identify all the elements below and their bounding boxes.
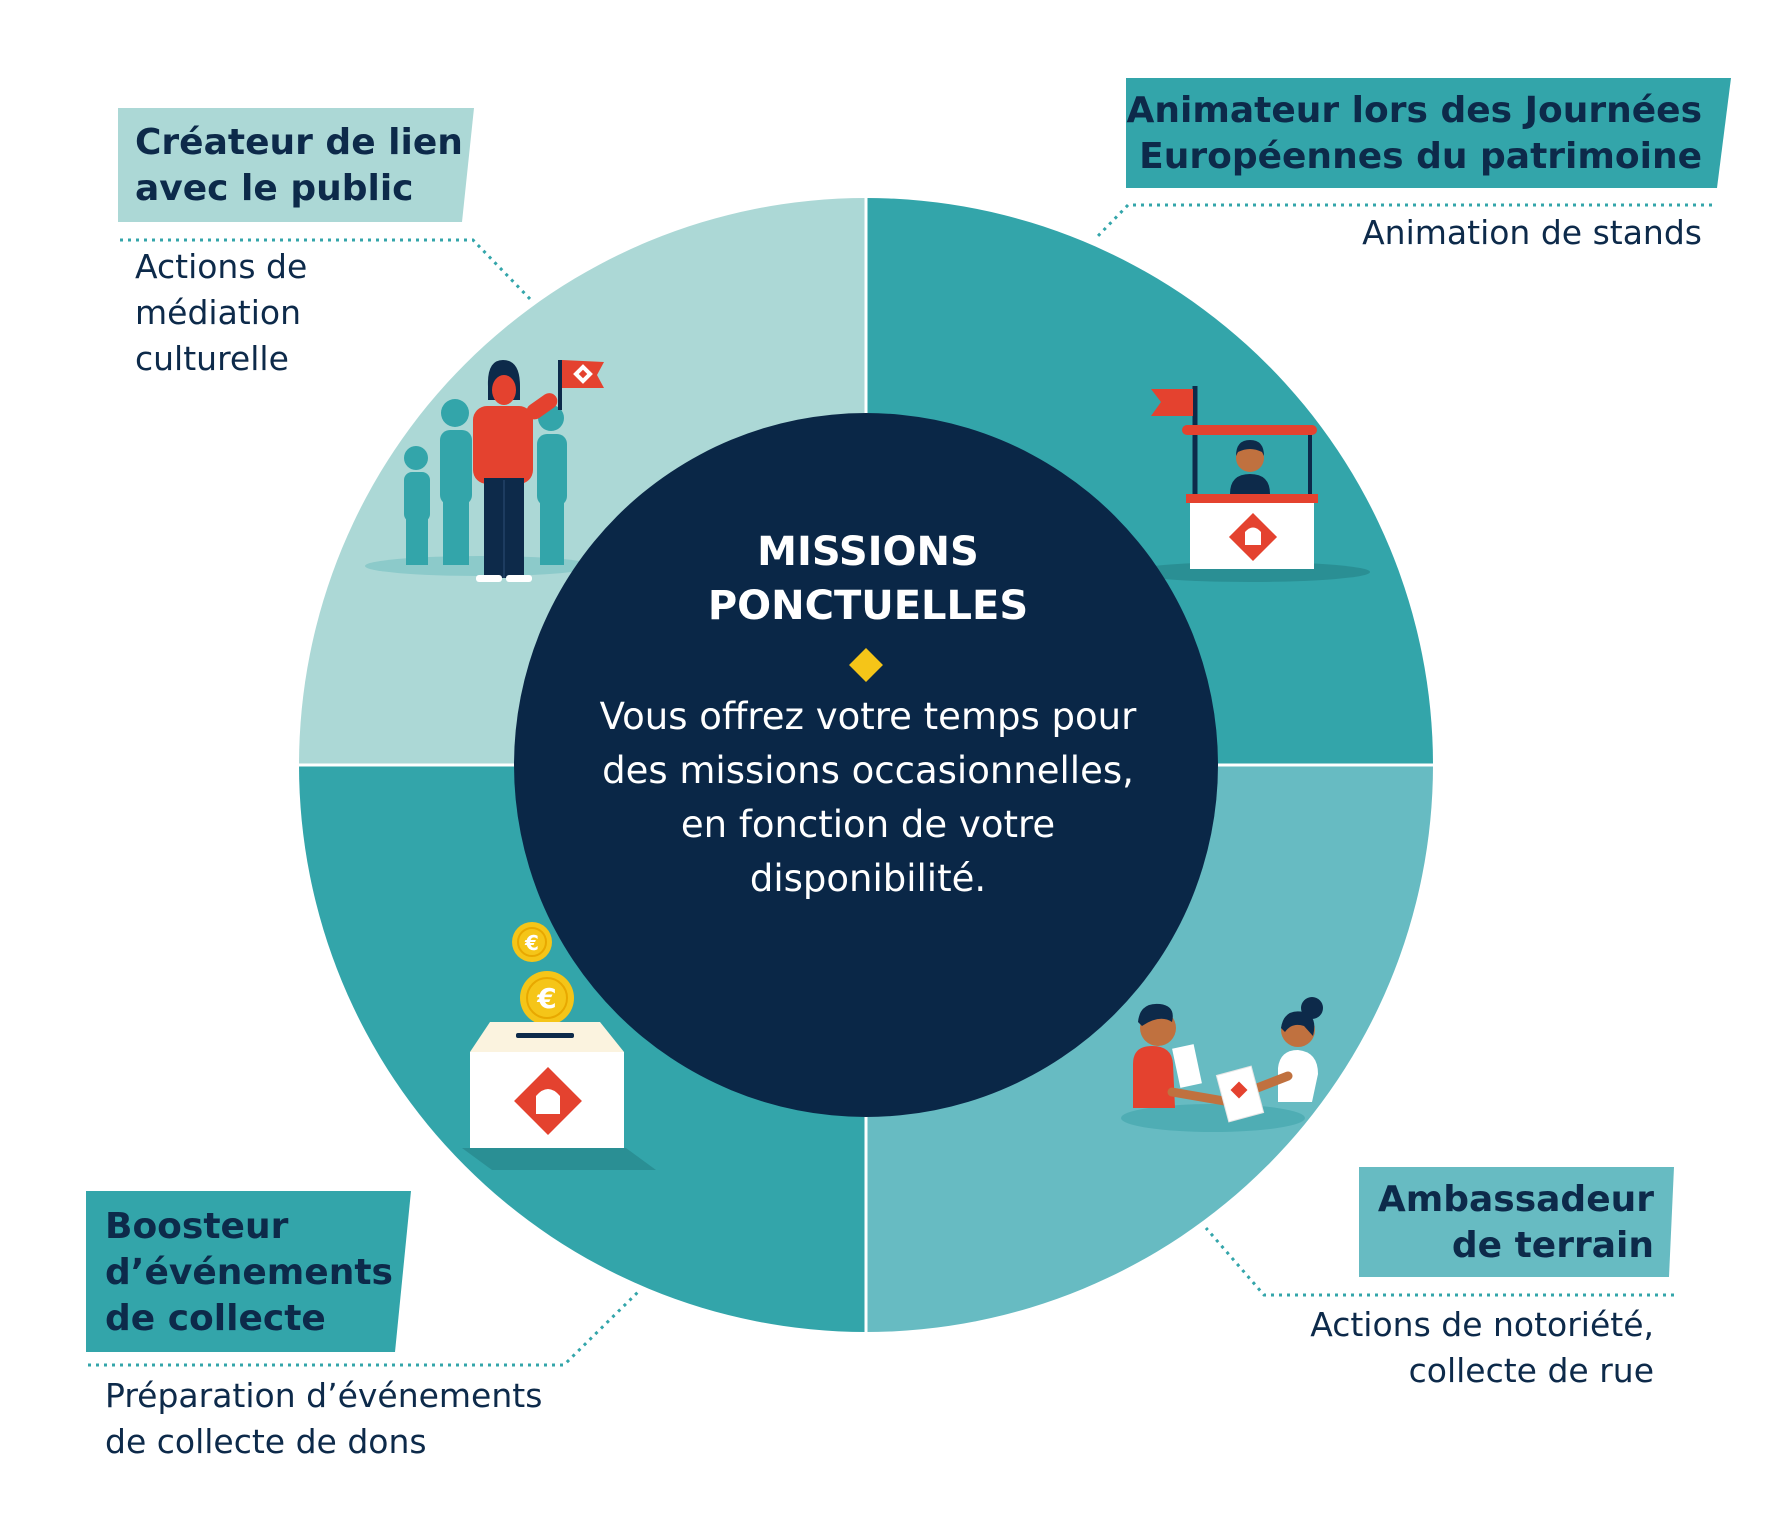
stand-booth-icon	[1130, 386, 1370, 582]
diamond-icon	[849, 648, 883, 682]
mission-title-ambassadeur: Ambassadeur de terrain	[1377, 1179, 1654, 1266]
mission-description-boosteur: Préparation d’événements de collecte de …	[105, 1376, 543, 1461]
mission-description-ambassadeur: Actions de notoriété, collecte de rue	[1310, 1305, 1654, 1390]
mission-title-createur: Créateur de lien avec le public	[135, 122, 463, 209]
people-with-flag-icon	[365, 360, 604, 582]
connector-animateur	[1095, 203, 1712, 239]
connector-createur	[120, 238, 533, 302]
connector-ambassadeur	[1204, 1227, 1674, 1297]
tag-bg-animateur	[1126, 78, 1731, 188]
tag-bg-ambassadeur	[1359, 1167, 1674, 1277]
center-description: Vous offrez votre temps pour des mission…	[599, 695, 1137, 900]
svg-text:€: €	[536, 982, 556, 1015]
svg-text:€: €	[524, 931, 539, 955]
mission-title-animateur: Animateur lors des Journées Européennes …	[1126, 90, 1702, 177]
tag-bg-boosteur	[86, 1191, 411, 1352]
people-exchanging-leaflet-icon	[1121, 997, 1323, 1132]
donation-box-coins-icon: € €	[462, 922, 656, 1170]
center-title: MISSIONS PONCTUELLES	[707, 529, 1029, 629]
mission-description-animateur: Animation de stands	[1362, 213, 1702, 252]
mission-description-createur: Actions de médiation culturelle	[135, 247, 308, 378]
connector-lines	[88, 203, 1712, 1367]
mission-title-boosteur: Boosteur d’événements de collecte	[105, 1206, 393, 1339]
tag-bg-createur	[118, 108, 474, 222]
center-circle	[514, 413, 1218, 1117]
